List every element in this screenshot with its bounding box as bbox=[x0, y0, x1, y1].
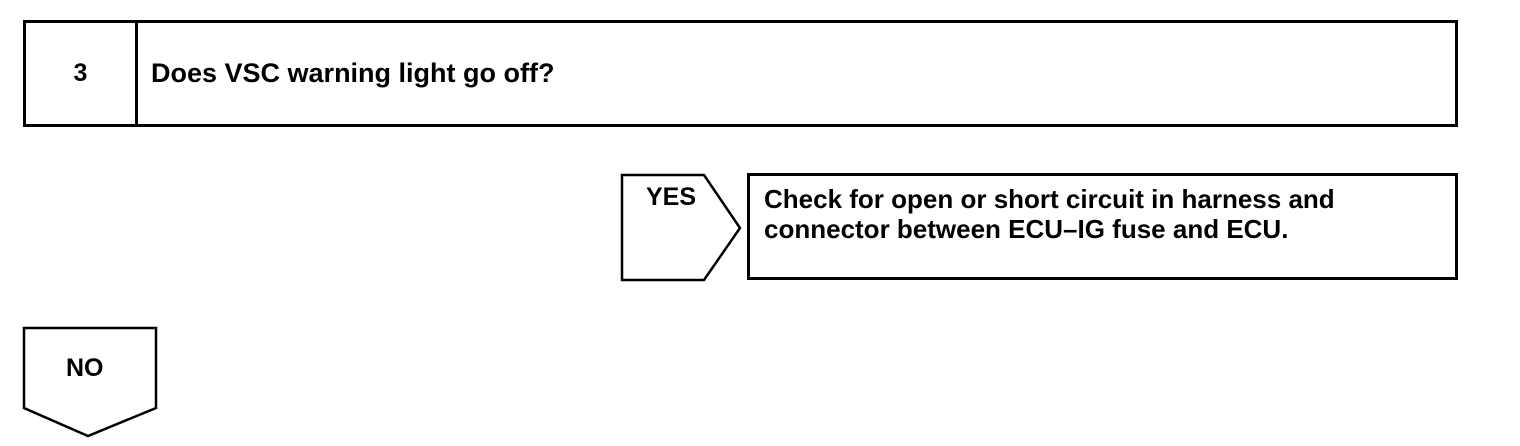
step-number: 3 bbox=[26, 23, 138, 124]
yes-label: YES bbox=[646, 183, 697, 211]
no-label: NO bbox=[66, 354, 104, 382]
yes-arrow-shape bbox=[620, 173, 742, 282]
no-arrow-shape bbox=[22, 326, 158, 438]
step-box: 3 Does VSC warning light go off? bbox=[23, 20, 1458, 127]
yes-result-box: Check for open or short circuit in harne… bbox=[747, 173, 1458, 280]
yes-result-line-1: Check for open or short circuit in harne… bbox=[764, 184, 1335, 214]
yes-result-line-2: connector between ECU–IG fuse and ECU. bbox=[764, 214, 1289, 244]
step-question: Does VSC warning light go off? bbox=[151, 58, 555, 88]
